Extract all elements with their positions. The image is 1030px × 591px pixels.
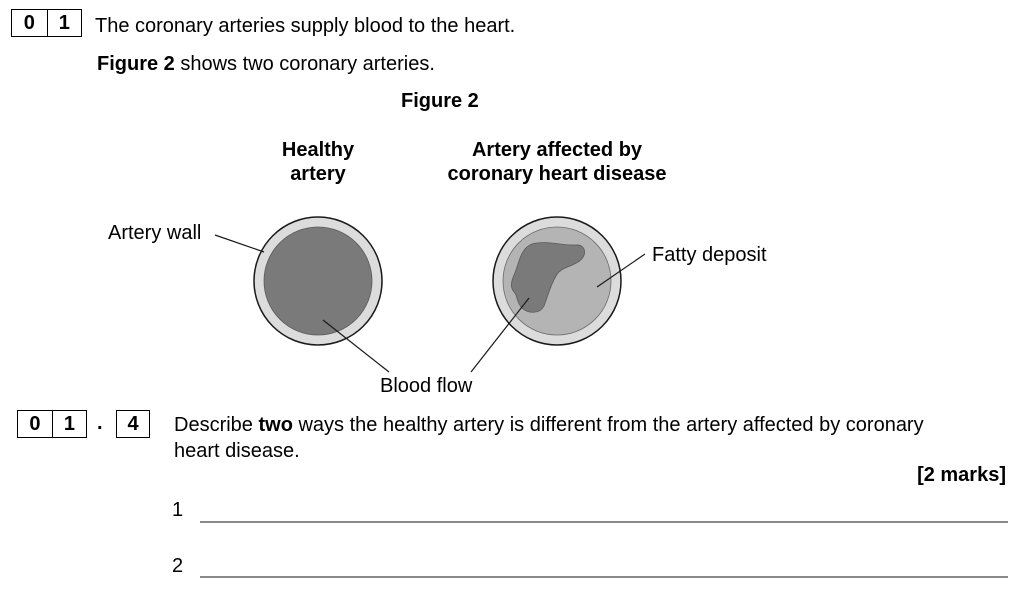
answer-line-label-2: 2 [172,555,184,577]
fatty-deposit-pointer [596,253,646,288]
subquestion-number-digit: 0 [29,412,41,435]
subquestion-text: Describe two ways the healthy artery is … [174,412,924,464]
answer-line-label-1: 1 [172,499,184,521]
question-number-digit: 0 [23,11,35,34]
question-intro: The coronary arteries supply blood to th… [95,15,516,37]
figure-reference-bold: Figure 2 [97,53,175,75]
subquestion-part-digit: 4 [127,412,139,435]
subquestion-number-box: 0 1 [17,410,87,438]
blood-flow-pointer-diseased [470,297,530,373]
blood-flow-pointer-healthy [322,319,390,373]
diseased-artery-drawing [492,216,622,346]
healthy-heading-line1: Healthy [281,139,355,161]
subquestion-part-box: 4 [116,410,150,438]
diseased-artery-lumen [511,242,585,313]
figure-reference-sentence: Figure 2 shows two coronary arteries. [97,53,435,76]
healthy-artery-heading: Healthy artery [238,138,398,186]
figure-title: Figure 2 [401,90,479,112]
healthy-heading-line2: artery [290,163,346,185]
subquestion-text-emphasis: two [258,414,293,436]
answer-line-1[interactable] [200,521,1008,523]
healthy-artery-lumen [263,226,373,336]
question-number-digit: 1 [46,10,82,36]
marks-indicator: [2 marks] [917,464,1006,486]
diseased-heading-line1: Artery affected by [471,139,643,161]
artery-wall-label: Artery wall [108,222,202,244]
healthy-artery-drawing [253,216,383,346]
subquestion-text-rest: ways the healthy artery is different fro… [292,414,924,436]
question-number-box: 0 1 [11,9,82,37]
subquestion-number-digit: 1 [51,411,86,437]
blood-flow-label: Blood flow [380,375,473,397]
subquestion-text-prefix: Describe [174,414,259,436]
subquestion-text-line2: heart disease. [174,440,300,462]
artery-wall-pointer [214,234,265,253]
diseased-artery-heading: Artery affected by coronary heart diseas… [417,138,697,186]
figure-reference-text: shows two coronary arteries. [174,53,435,75]
subquestion-text-line1: Describe two ways the healthy artery is … [174,412,924,438]
fatty-deposit-label: Fatty deposit [652,244,767,266]
subquestion-separator: . [97,412,103,434]
answer-line-2[interactable] [200,576,1008,578]
diseased-heading-line2: coronary heart disease [447,163,667,185]
